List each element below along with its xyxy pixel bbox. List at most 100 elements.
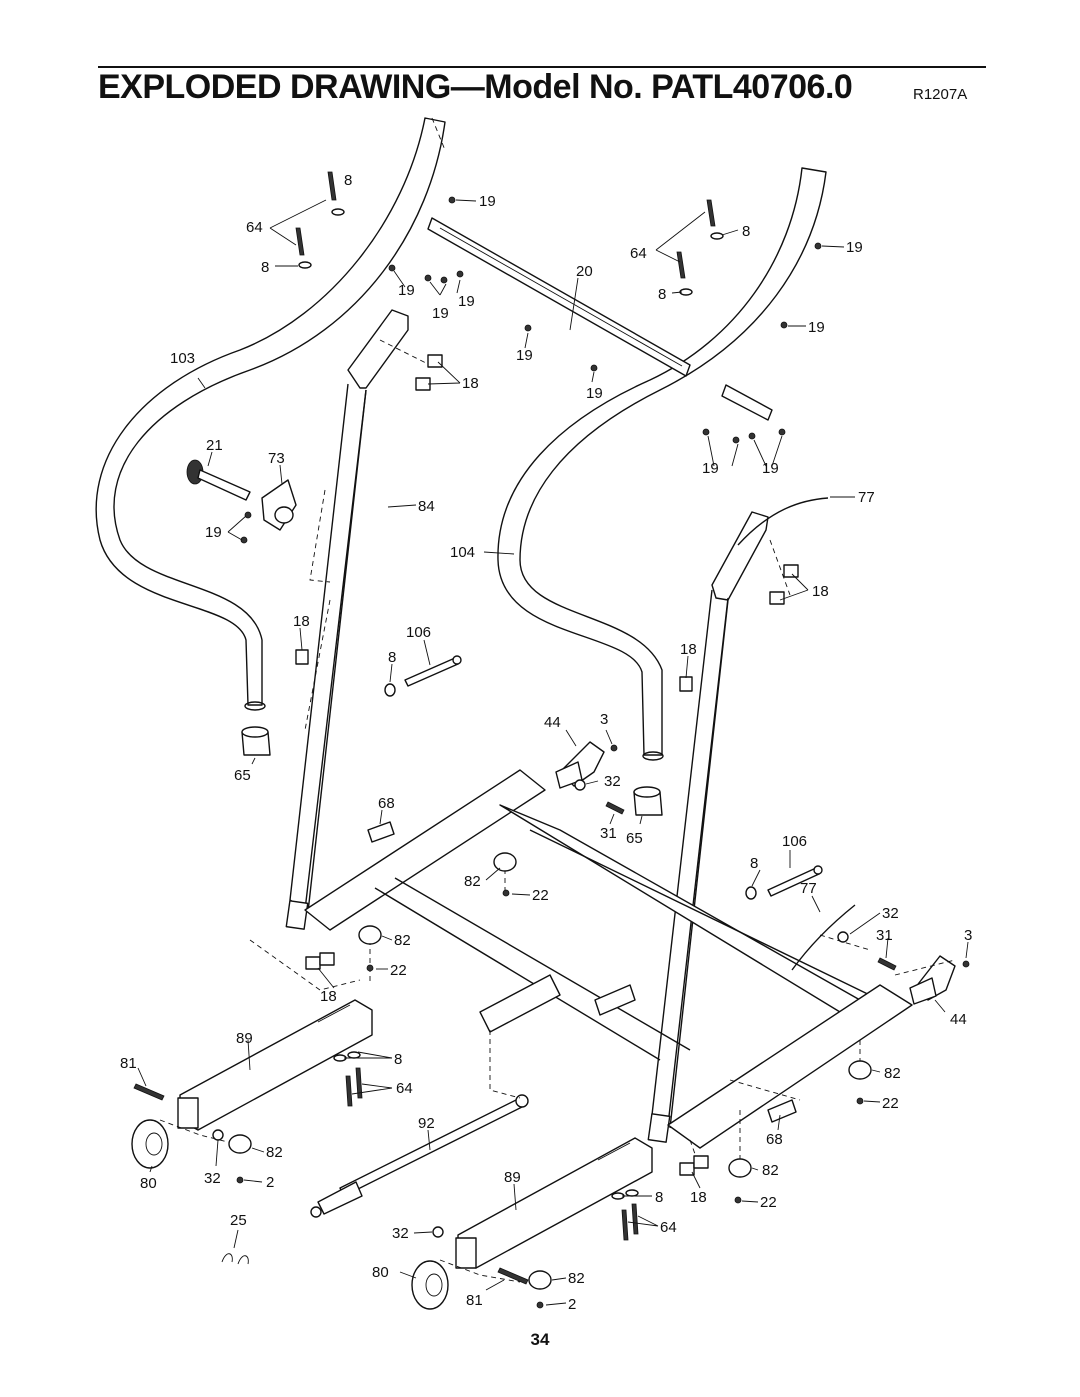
callout-8: 8 <box>742 223 750 240</box>
page-title: EXPLODED DRAWING—Model No. PATL40706.0 <box>98 68 853 106</box>
callout-106: 106 <box>406 624 431 641</box>
shock-92 <box>310 1094 529 1218</box>
callout-8: 8 <box>658 286 666 303</box>
callout-73: 73 <box>268 450 285 467</box>
callout-44: 44 <box>950 1011 967 1028</box>
callout-32: 32 <box>204 1170 221 1187</box>
callout-21: 21 <box>206 437 223 454</box>
bracket-73 <box>261 479 297 531</box>
leveling-foot-65-right <box>633 786 663 816</box>
callout-8: 8 <box>655 1189 663 1206</box>
callout-8: 8 <box>344 172 352 189</box>
callout-82: 82 <box>266 1144 283 1161</box>
callout-2: 2 <box>568 1296 576 1313</box>
callout-3: 3 <box>964 927 972 944</box>
callout-65: 65 <box>626 830 643 847</box>
leveling-foot-65-left <box>241 726 271 756</box>
callout-22: 22 <box>390 962 407 979</box>
callout-89: 89 <box>236 1030 253 1047</box>
callout-8: 8 <box>388 649 396 666</box>
page-number: 34 <box>530 1330 550 1349</box>
callout-81: 81 <box>466 1292 483 1309</box>
callout-labels: 8 64 8 19 19 19 19 19 20 8 64 8 19 19 10… <box>120 172 972 1313</box>
base-frame <box>304 769 913 1149</box>
callout-19: 19 <box>702 460 719 477</box>
callout-32: 32 <box>604 773 621 790</box>
knob-21 <box>186 459 251 501</box>
callout-2: 2 <box>266 1174 274 1191</box>
callout-106: 106 <box>782 833 807 850</box>
base-leg-89-left <box>177 999 373 1131</box>
callout-19: 19 <box>808 319 825 336</box>
leader-lines <box>137 199 969 1306</box>
callout-22: 22 <box>532 887 549 904</box>
callout-19: 19 <box>762 460 779 477</box>
callout-64: 64 <box>660 1219 677 1236</box>
callout-103: 103 <box>170 350 195 367</box>
callout-64: 64 <box>246 219 263 236</box>
callout-92: 92 <box>418 1115 435 1132</box>
title-rule <box>98 66 986 68</box>
callout-18: 18 <box>320 988 337 1005</box>
callout-18: 18 <box>462 375 479 392</box>
callout-68: 68 <box>766 1131 783 1148</box>
axle-106-left <box>404 655 462 687</box>
callout-22: 22 <box>760 1194 777 1211</box>
callout-20: 20 <box>576 263 593 280</box>
callout-64: 64 <box>630 245 647 262</box>
callout-82: 82 <box>464 873 481 890</box>
callout-81: 81 <box>120 1055 137 1072</box>
callout-3: 3 <box>600 711 608 728</box>
upright-leg-right <box>647 511 769 1143</box>
callout-19: 19 <box>432 305 449 322</box>
callout-19: 19 <box>586 385 603 402</box>
upright-leg-84 <box>285 309 409 930</box>
callout-18: 18 <box>293 613 310 630</box>
side-bracket <box>721 384 773 421</box>
callout-8: 8 <box>394 1051 402 1068</box>
assembly-lines <box>159 117 956 1283</box>
callout-18: 18 <box>680 641 697 658</box>
callout-32: 32 <box>392 1225 409 1242</box>
callout-19: 19 <box>846 239 863 256</box>
callout-18: 18 <box>812 583 829 600</box>
callout-19: 19 <box>479 193 496 210</box>
callout-25: 25 <box>230 1212 247 1229</box>
callout-31: 31 <box>876 927 893 944</box>
base-leg-89-right <box>455 1137 653 1269</box>
upright-103 <box>95 117 446 711</box>
callout-18: 18 <box>690 1189 707 1206</box>
wheel-80-right <box>411 1260 449 1310</box>
crossbar-20 <box>427 217 691 377</box>
callout-19: 19 <box>458 293 475 310</box>
callout-77: 77 <box>858 489 875 506</box>
callout-8: 8 <box>750 855 758 872</box>
callout-82: 82 <box>884 1065 901 1082</box>
callout-82: 82 <box>568 1270 585 1287</box>
callout-64: 64 <box>396 1080 413 1097</box>
callout-82: 82 <box>394 932 411 949</box>
callout-44: 44 <box>544 714 561 731</box>
callout-77: 77 <box>800 880 817 897</box>
hardware <box>133 171 970 1309</box>
callout-19: 19 <box>205 524 222 541</box>
callout-89: 89 <box>504 1169 521 1186</box>
bracket-44-right <box>909 955 956 1005</box>
callout-104: 104 <box>450 544 475 561</box>
callout-31: 31 <box>600 825 617 842</box>
wire-harness-77-upper <box>737 497 829 546</box>
revision-code: R1207A <box>913 86 968 103</box>
callout-19: 19 <box>516 347 533 364</box>
axle-106-right <box>767 865 823 897</box>
callout-32: 32 <box>882 905 899 922</box>
callout-22: 22 <box>882 1095 899 1112</box>
callout-68: 68 <box>378 795 395 812</box>
callout-82: 82 <box>762 1162 779 1179</box>
callout-19: 19 <box>398 282 415 299</box>
upright-104 <box>497 167 827 761</box>
callout-84: 84 <box>418 498 435 515</box>
callout-65: 65 <box>234 767 251 784</box>
callout-80: 80 <box>372 1264 389 1281</box>
callout-8: 8 <box>261 259 269 276</box>
